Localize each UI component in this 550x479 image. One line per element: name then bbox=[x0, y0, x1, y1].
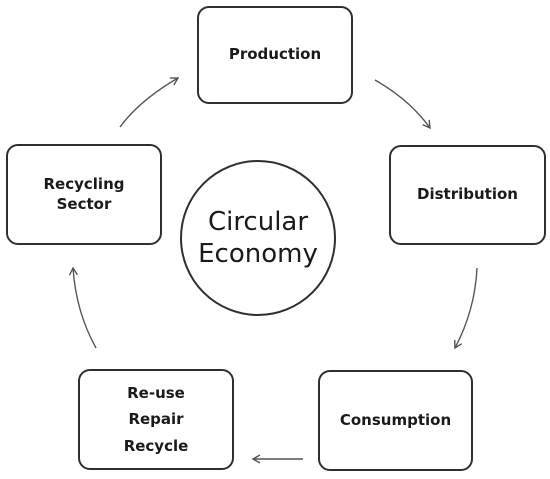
consumption-box: Consumption bbox=[318, 370, 473, 471]
arrow-recycling-to-production bbox=[119, 77, 180, 128]
distribution-box: Distribution bbox=[389, 145, 546, 245]
production-box: Production bbox=[197, 6, 353, 104]
repair-label: Repair bbox=[128, 410, 184, 429]
recycling-sector-box: Recycling Sector bbox=[6, 144, 162, 245]
circular-economy-circle: Circular Economy bbox=[180, 160, 336, 316]
production-label: Production bbox=[228, 45, 322, 64]
consumption-label: Consumption bbox=[339, 410, 452, 429]
arrow-production-to-distribution bbox=[374, 79, 431, 130]
distribution-label: Distribution bbox=[417, 185, 518, 204]
arrow-distribution-to-consumption bbox=[454, 267, 478, 350]
sector-label: Sector bbox=[56, 194, 112, 213]
recycle-label: Recycle bbox=[123, 436, 189, 455]
reuse-label: Re-use bbox=[127, 384, 185, 403]
arrow-reuse-to-recycling bbox=[68, 266, 97, 349]
recycling-label: Recycling bbox=[43, 175, 125, 193]
reuse-repair-recycle-box: Re-use Repair Recycle bbox=[78, 369, 234, 470]
center-title-line2: Economy bbox=[198, 239, 318, 269]
center-title-line1: Circular bbox=[207, 206, 309, 237]
